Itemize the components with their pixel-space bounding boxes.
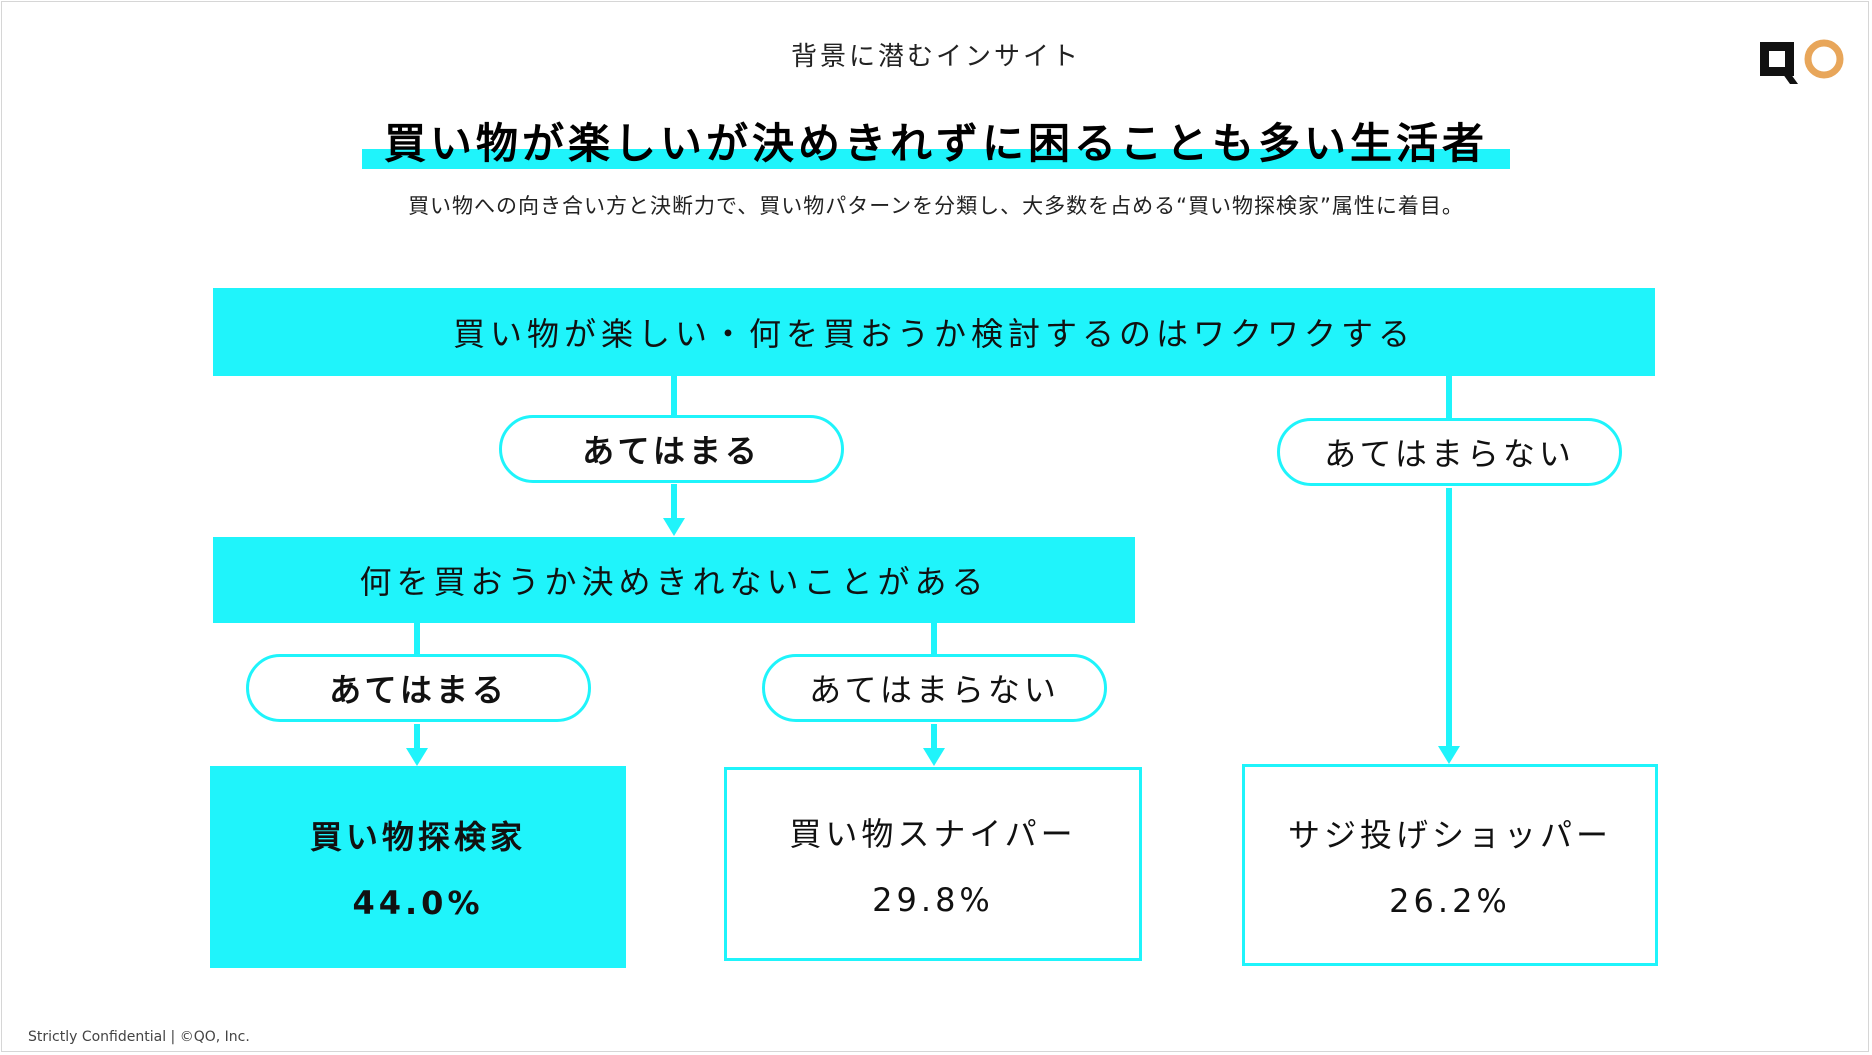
page-title: 買い物が楽しいが決めきれずに困ることも多い生活者 [361,110,1511,171]
q2-no-pill: あてはまらない [762,654,1107,722]
connector-q1-yes [671,376,677,416]
arrow-to-question2 [663,518,685,536]
result-name: サジ投げショッパー [1287,816,1612,854]
connector-q1-yes-down [671,484,677,520]
arrow-to-result2 [923,748,945,766]
result-shopping-explorer: 買い物探検家 44.0% [210,766,626,968]
q1-yes-pill: あてはまる [499,415,844,483]
connector-q2-yes [414,623,420,655]
q1-no-pill: あてはまらない [1277,418,1622,486]
question-1-bar: 買い物が楽しい・何を買おうか検討するのはワクワクする [213,288,1655,376]
result-percent: 29.8% [872,881,994,919]
connector-q2-no [931,623,937,655]
arrow-to-result1 [406,748,428,766]
connector-q1-no-down [1446,488,1452,748]
connector-q2-yes-down [414,724,420,748]
connector-q1-no [1446,376,1452,418]
result-name: 買い物探検家 [309,818,526,856]
q2-yes-pill: あてはまる [246,654,591,722]
result-shopping-sniper: 買い物スナイパー 29.8% [724,767,1142,961]
result-giveup-shopper: サジ投げショッパー 26.2% [1242,764,1658,966]
page-subtitle: 買い物への向き合い方と決断力で、買い物パターンを分類し、大多数を占める“買い物探… [408,194,1464,218]
result-percent: 26.2% [1389,882,1511,920]
result-name: 買い物スナイパー [789,815,1077,853]
connector-q2-no-down [931,724,937,748]
confidential-footer: Strictly Confidential | ©QO, Inc. [28,1029,250,1045]
result-percent: 44.0% [352,884,484,922]
section-label: 背景に潜むインサイト [790,42,1081,72]
arrow-to-result3 [1438,746,1460,764]
question-2-bar: 何を買おうか決めきれないことがある [213,537,1135,623]
qo-logo [1760,39,1844,84]
